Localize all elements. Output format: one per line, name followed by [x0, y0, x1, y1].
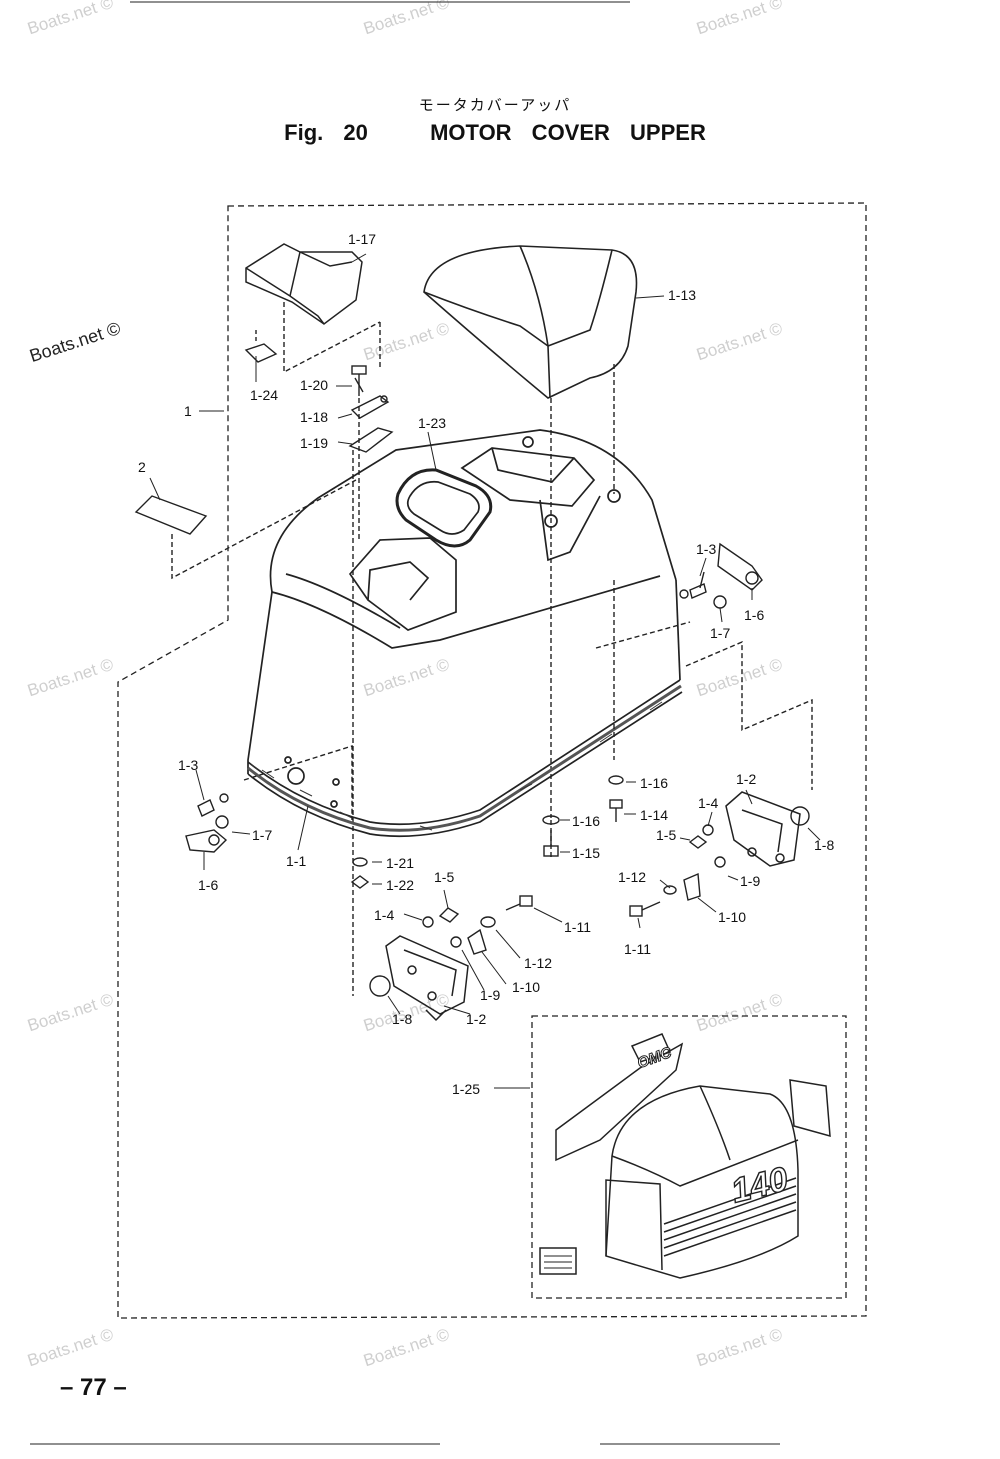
part-1-1-motor-cover [247, 429, 683, 838]
label-1-5-left: 1-5 [434, 869, 454, 885]
part-1-25-decal-set [539, 1033, 831, 1279]
part-1-14-bolt [609, 799, 623, 822]
label-1-3-left: 1-3 [178, 757, 198, 773]
assembly-boundary [117, 202, 867, 1319]
label-1-6-right: 1-6 [744, 607, 764, 623]
page-number: – 77 – [60, 1374, 127, 1401]
part-1-7-oring-left [215, 815, 229, 829]
part-1-8-seal-left [369, 975, 391, 997]
part-1-6-grip-right [717, 542, 763, 591]
part-1-10-clip-left [467, 928, 487, 955]
part-2-plate [134, 495, 208, 535]
label-1-18: 1-18 [300, 409, 328, 425]
figure-name: MOTOR COVER UPPER [430, 120, 706, 145]
part-1-4-washer-left [422, 916, 434, 928]
part-1-17-cover-flap [245, 243, 363, 325]
label-1-8-right: 1-8 [814, 837, 834, 853]
part-1-9-spacer-right [714, 856, 726, 868]
label-1-1: 1-1 [286, 853, 306, 869]
label-1-11-right: 1-11 [624, 941, 651, 957]
part-1-21-washer [352, 857, 368, 867]
part-1-8-seal-right [790, 806, 810, 826]
label-1-4-left: 1-4 [374, 907, 394, 923]
label-1-16-upper: 1-16 [640, 775, 668, 791]
part-1-13-top-cover [423, 245, 638, 399]
label-1: 1 [184, 403, 192, 419]
label-1-12-left: 1-12 [524, 955, 552, 971]
part-1-6-grip-left [185, 829, 228, 853]
label-1-20: 1-20 [300, 377, 328, 393]
label-1-15: 1-15 [572, 845, 600, 861]
part-1-9-spacer-left [450, 936, 462, 948]
part-1-22-nut [350, 875, 370, 889]
part-1-11-screw-right [629, 901, 661, 917]
label-1-7-right: 1-7 [710, 625, 730, 641]
part-1-19-plate [348, 427, 394, 453]
part-1-2-bracket-left [385, 935, 469, 1022]
label-1-3-right: 1-3 [696, 541, 716, 557]
part-1-16-washer-upper [608, 775, 624, 785]
label-1-2-left: 1-2 [466, 1011, 486, 1027]
label-1-24: 1-24 [250, 387, 278, 403]
part-1-7-oring-right [713, 595, 727, 609]
japanese-title: モータカバーアッパ [418, 97, 572, 114]
label-1-14: 1-14 [640, 807, 668, 823]
label-1-5-right: 1-5 [656, 827, 676, 843]
label-1-12-right: 1-12 [618, 869, 646, 885]
part-1-5-nut-right [688, 835, 708, 849]
part-1-3-screw-right [679, 571, 707, 599]
decal-set-boundary [531, 1015, 847, 1299]
label-1-2-right: 1-2 [736, 771, 756, 787]
part-1-5-nut-left [438, 907, 460, 923]
label-1-4-right: 1-4 [698, 795, 718, 811]
label-1-17: 1-17 [348, 231, 376, 247]
decal-model-number: 140 [728, 1160, 792, 1211]
part-1-18-latch [350, 395, 390, 419]
part-1-16-washer-lower [542, 815, 560, 825]
label-1-16-lower: 1-16 [572, 813, 600, 829]
part-1-11-screw-left [505, 895, 533, 911]
part-1-12-washer-left [480, 916, 496, 928]
label-1-9-right: 1-9 [740, 873, 760, 889]
part-1-2-bracket-right [725, 791, 801, 867]
part-1-20-bolt [351, 365, 367, 396]
label-2: 2 [138, 459, 146, 475]
label-1-25: 1-25 [452, 1081, 480, 1097]
part-1-3-screw-left [197, 793, 229, 817]
figure-title: Fig. 20 MOTOR COVER UPPER [0, 120, 990, 146]
label-1-22: 1-22 [386, 877, 414, 893]
label-1-8-left: 1-8 [392, 1011, 412, 1027]
part-1-10-clip-right [683, 872, 701, 901]
figure-number: Fig. 20 [284, 120, 368, 145]
part-1-4-washer-right [702, 824, 714, 836]
decal-logo: OMC [635, 1044, 675, 1072]
label-1-10-left: 1-10 [512, 979, 540, 995]
label-1-23: 1-23 [418, 415, 446, 431]
label-1-6-left: 1-6 [198, 877, 218, 893]
part-1-15-bolt [543, 830, 559, 857]
label-1-7-left: 1-7 [252, 827, 272, 843]
label-1-13: 1-13 [668, 287, 696, 303]
part-1-24-label [244, 343, 278, 363]
part-labels: 1 2 1-17 1-13 1-24 1-20 1-18 1-19 1-23 1… [138, 231, 834, 1097]
label-1-9-left: 1-9 [480, 987, 500, 1003]
label-1-10-right: 1-10 [718, 909, 746, 925]
label-1-19: 1-19 [300, 435, 328, 451]
label-1-11-left: 1-11 [564, 919, 591, 935]
label-1-21: 1-21 [386, 855, 414, 871]
part-1-12-washer-right [663, 885, 677, 895]
